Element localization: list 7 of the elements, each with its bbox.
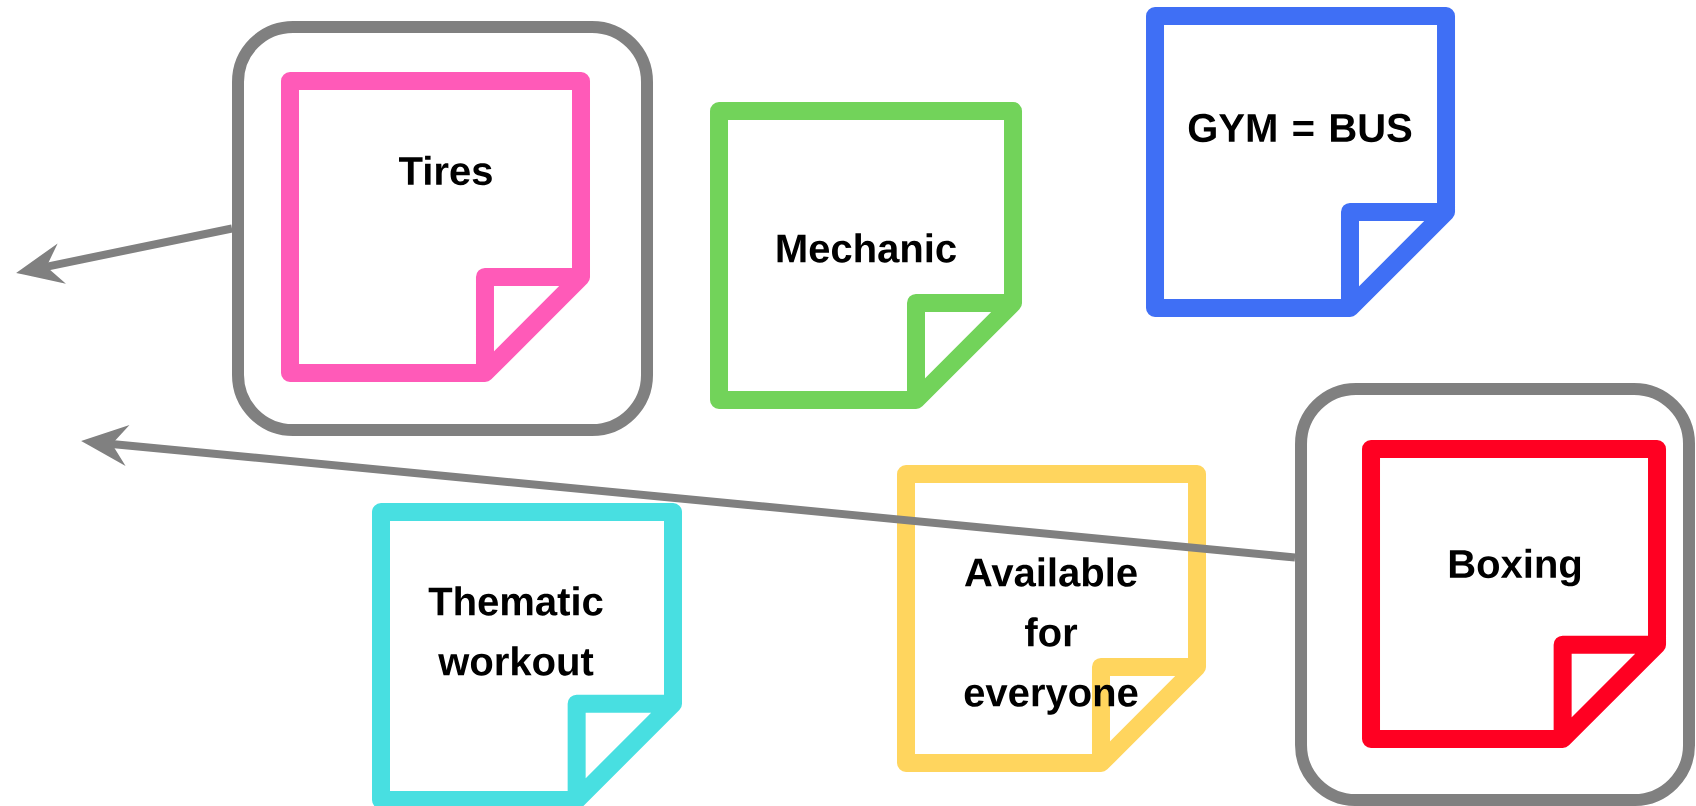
sticky-note: Mechanic: [710, 102, 1022, 409]
sticky-note: Boxing: [1362, 440, 1666, 748]
sticky-note: GYM = BUS: [1146, 7, 1455, 317]
sticky-note: Tires: [281, 72, 590, 382]
sticky-note: Thematic workout: [372, 503, 682, 806]
rounded-frame: [232, 21, 653, 436]
rounded-frame: [1295, 383, 1695, 806]
